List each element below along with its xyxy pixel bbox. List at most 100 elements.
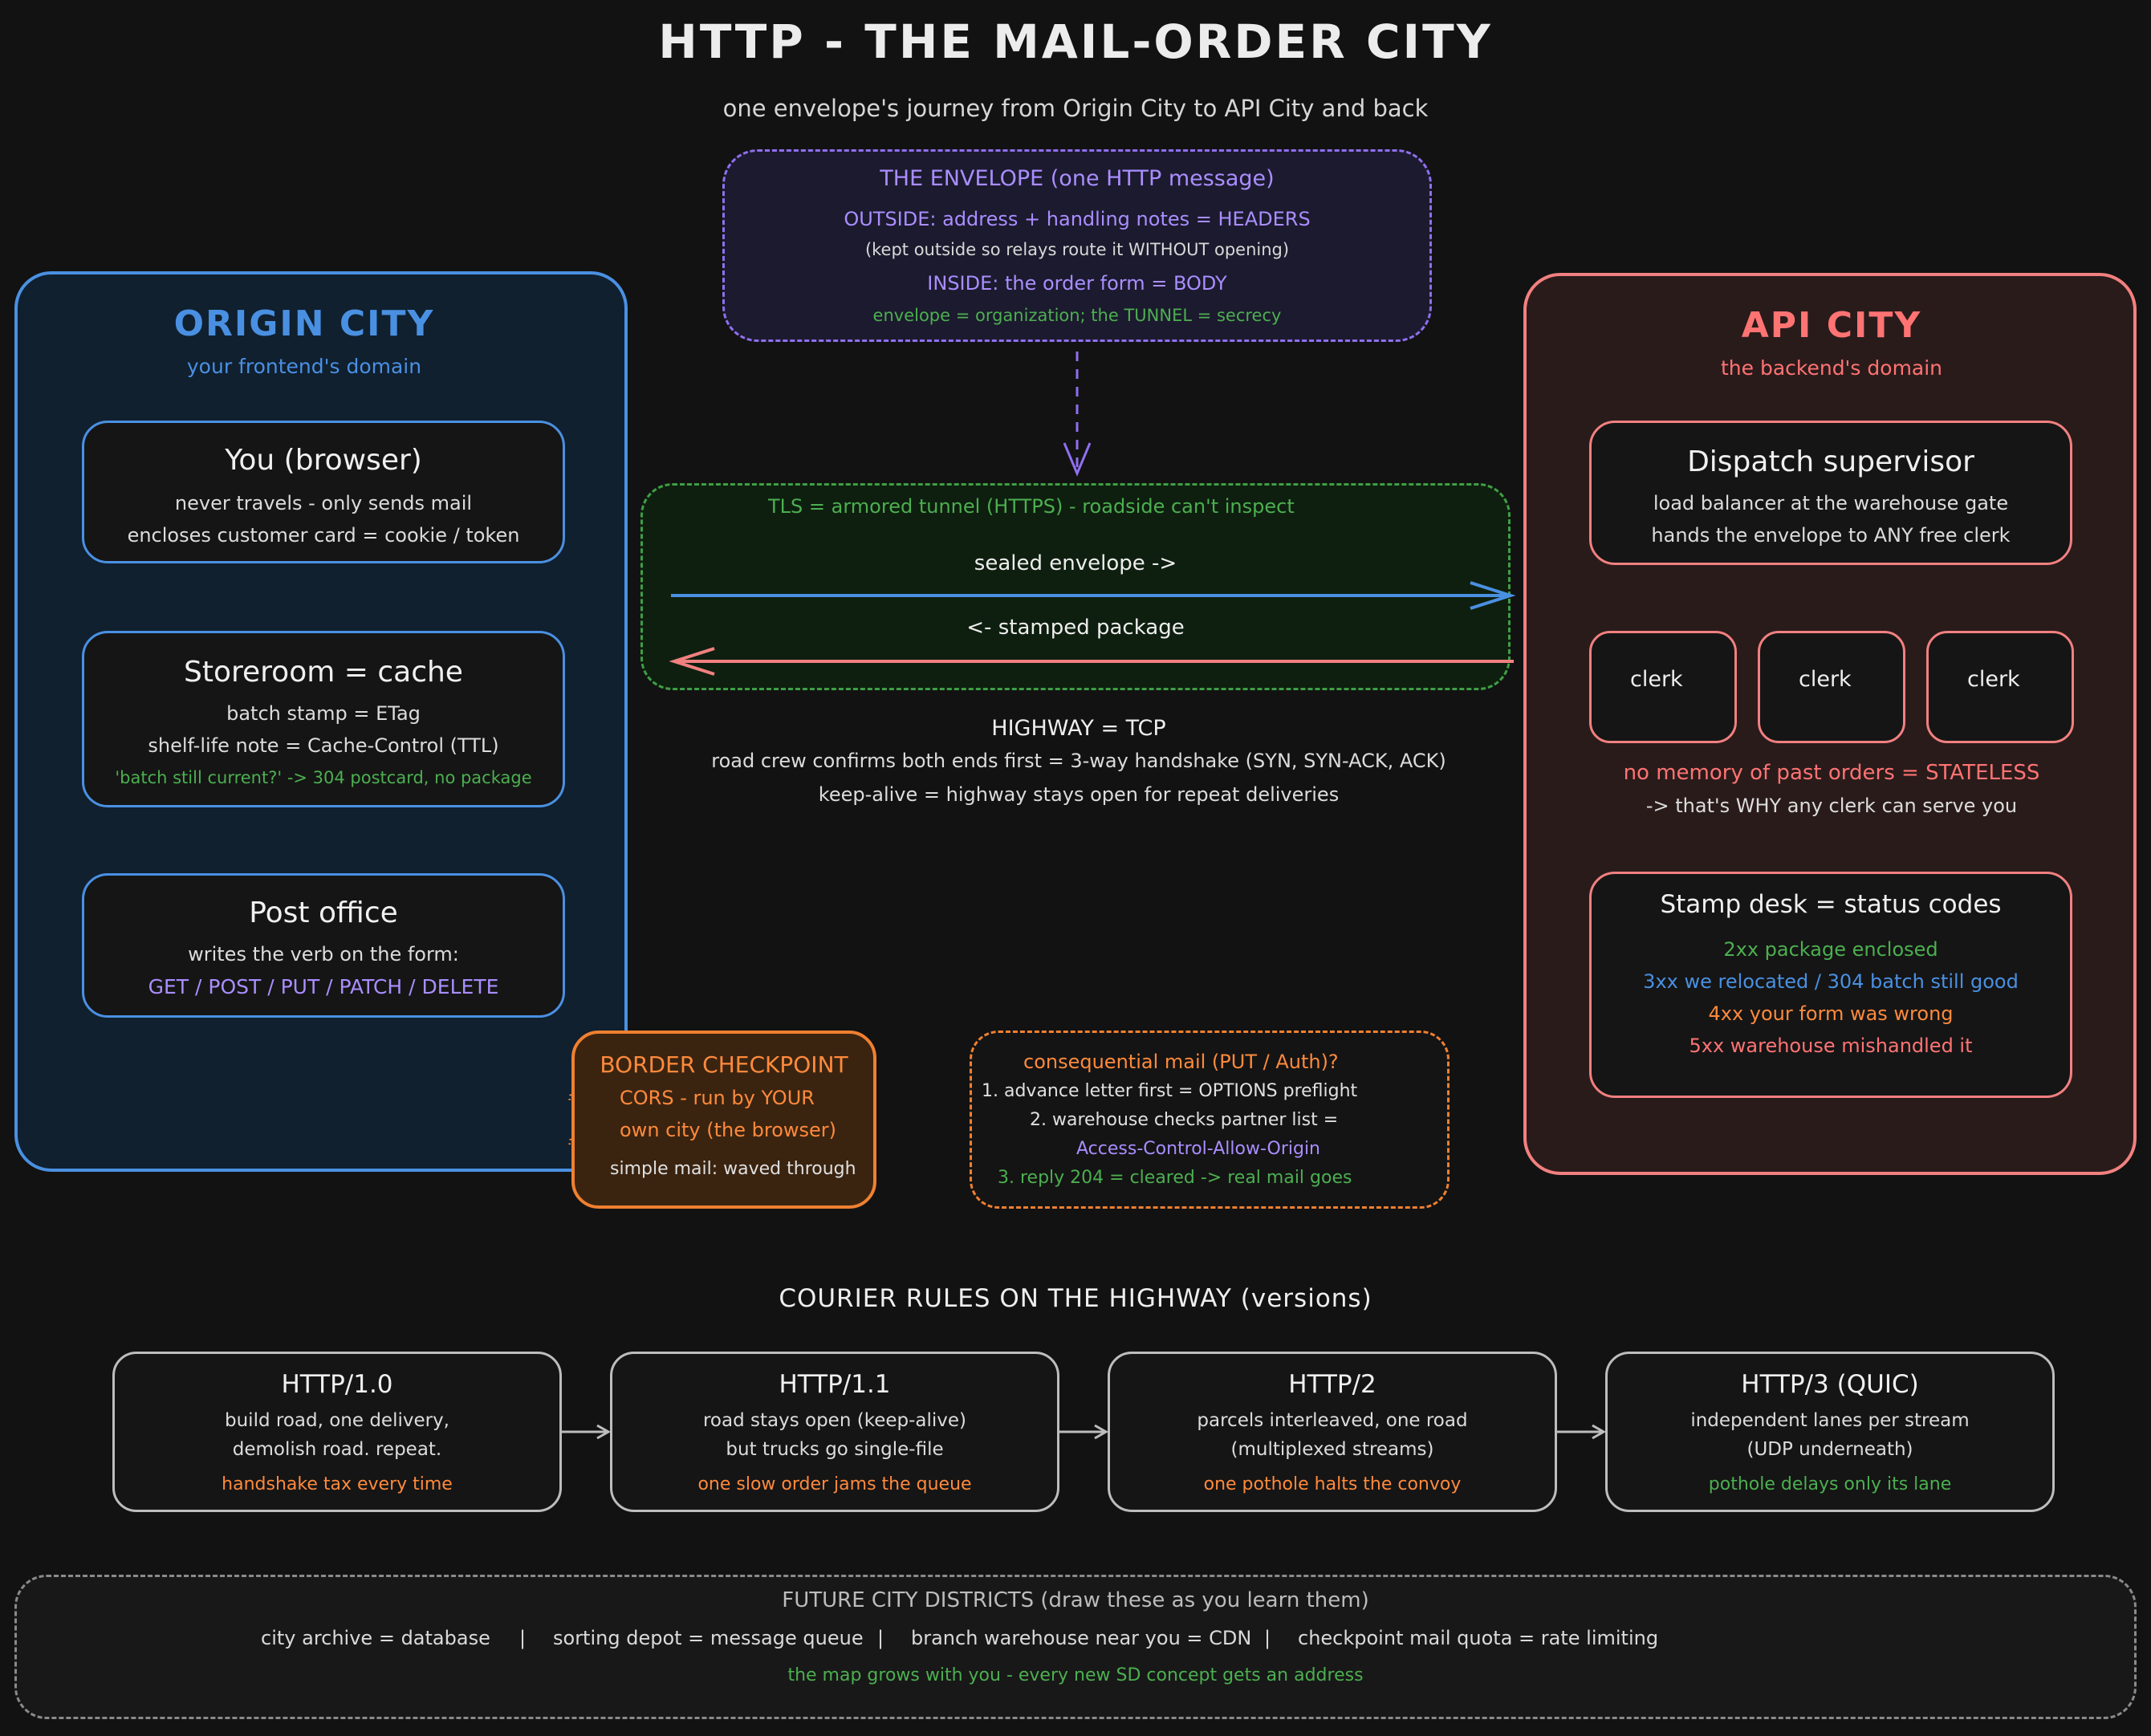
browser-card: You (browser) never travels - only sends…	[82, 421, 565, 563]
envelope-inside: INSIDE: the order form = BODY	[927, 272, 1227, 295]
cors-checkpoint: BORDER CHECKPOINT CORS - run by YOUR own…	[571, 1031, 876, 1209]
envelope-footer: envelope = organization; the TUNNEL = se…	[872, 306, 1282, 325]
cors-title: BORDER CHECKPOINT	[600, 1051, 848, 1078]
version-note: one pothole halts the convoy	[1203, 1474, 1462, 1494]
response-arrow-label: <- stamped package	[966, 616, 1185, 640]
post-office-card: Post office writes the verb on the form:…	[82, 873, 565, 1018]
origin-city-subtitle: your frontend's domain	[186, 355, 422, 378]
version-note: one slow order jams the queue	[697, 1474, 972, 1494]
version-line1: parcels interleaved, one road	[1197, 1410, 1468, 1431]
cache-card-line3: 'batch still current?' -> 304 postcard, …	[115, 768, 532, 787]
future-footer: the map grows with you - every new SD co…	[787, 1665, 1364, 1685]
api-city-panel: API CITY the backend's domain Dispatch s…	[1523, 273, 2137, 1175]
load-balancer-line1: load balancer at the warehouse gate	[1653, 492, 2009, 514]
api-city-subtitle: the backend's domain	[1720, 356, 1943, 380]
future-separator: |	[519, 1627, 527, 1649]
highway-line1: road crew confirms both ends first = 3-w…	[711, 750, 1446, 772]
version-line1: road stays open (keep-alive)	[702, 1410, 967, 1431]
version-card: HTTP/1.1 road stays open (keep-alive) bu…	[610, 1352, 1059, 1512]
cache-card: Storeroom = cache batch stamp = ETag she…	[82, 631, 565, 807]
future-district-rate-limit: checkpoint mail quota = rate limiting	[1298, 1627, 1659, 1649]
preflight-line4: 3. reply 204 = cleared -> real mail goes	[998, 1168, 1352, 1188]
envelope-title: THE ENVELOPE (one HTTP message)	[880, 166, 1275, 191]
status-codes-title: Stamp desk = status codes	[1660, 890, 2002, 919]
version-line2: (UDP underneath)	[1746, 1439, 1913, 1460]
preflight-line2: 2. warehouse checks partner list =	[1030, 1110, 1339, 1130]
future-district-cdn: branch warehouse near you = CDN	[911, 1627, 1252, 1649]
version-note: handshake tax every time	[222, 1474, 453, 1494]
clerk-box: clerk	[1589, 631, 1737, 743]
envelope-arrowhead-icon	[1063, 442, 1092, 477]
cors-line2: own city (the browser)	[620, 1119, 837, 1141]
version-name: HTTP/1.1	[779, 1370, 891, 1399]
version-line2: but trucks go single-file	[726, 1439, 944, 1460]
status-3xx: 3xx we relocated / 304 batch still good	[1643, 970, 2019, 993]
post-office-line1: writes the verb on the form:	[188, 943, 459, 966]
post-office-title: Post office	[249, 896, 398, 929]
preflight-line3: Access-Control-Allow-Origin	[1076, 1139, 1321, 1159]
version-card: HTTP/3 (QUIC) independent lanes per stre…	[1605, 1352, 2055, 1512]
cache-card-line1: batch stamp = ETag	[226, 702, 421, 725]
version-line2: (multiplexed streams)	[1230, 1439, 1434, 1460]
envelope-box: THE ENVELOPE (one HTTP message) OUTSIDE:…	[722, 149, 1432, 342]
load-balancer-title: Dispatch supervisor	[1687, 445, 1974, 478]
request-arrowhead-icon	[1470, 581, 1516, 610]
envelope-note: (kept outside so relays route it WITHOUT…	[864, 240, 1290, 259]
stateless-note: -> that's WHY any clerk can serve you	[1645, 795, 2018, 817]
status-2xx: 2xx package enclosed	[1723, 938, 1938, 961]
versions-title: COURIER RULES ON THE HIGHWAY (versions)	[779, 1284, 1372, 1313]
status-codes-card: Stamp desk = status codes 2xx package en…	[1589, 872, 2072, 1098]
preflight-line1: 1. advance letter first = OPTIONS prefli…	[982, 1081, 1358, 1101]
api-city-title: API CITY	[1741, 305, 1922, 346]
status-5xx: 5xx warehouse mishandled it	[1689, 1035, 1973, 1057]
version-name: HTTP/1.0	[281, 1370, 393, 1399]
cache-card-title: Storeroom = cache	[184, 656, 463, 689]
cors-line1: CORS - run by YOUR	[620, 1087, 815, 1109]
tls-tunnel: TLS = armored tunnel (HTTPS) - roadside …	[640, 483, 1511, 690]
browser-card-title: You (browser)	[225, 444, 422, 477]
clerk-label: clerk	[1799, 667, 1852, 692]
version-name: HTTP/3 (QUIC)	[1741, 1370, 1919, 1399]
page-title: HTTP - THE MAIL-ORDER CITY	[658, 14, 1493, 69]
stateless-label: no memory of past orders = STATELESS	[1623, 761, 2040, 785]
load-balancer-card: Dispatch supervisor load balancer at the…	[1589, 421, 2072, 565]
future-district-queue: sorting depot = message queue	[553, 1627, 864, 1649]
version-line1: build road, one delivery,	[225, 1410, 449, 1431]
future-title: FUTURE CITY DISTRICTS (draw these as you…	[782, 1588, 1369, 1612]
cache-card-line2: shelf-life note = Cache-Control (TTL)	[148, 734, 499, 757]
version-arrowhead-icon	[596, 1424, 612, 1440]
preflight-box: consequential mail (PUT / Auth)? 1. adva…	[970, 1031, 1450, 1209]
highway-line2: keep-alive = highway stays open for repe…	[818, 783, 1340, 806]
preflight-title: consequential mail (PUT / Auth)?	[1023, 1051, 1339, 1073]
request-arrow-label: sealed envelope ->	[974, 551, 1177, 575]
future-districts-box: FUTURE CITY DISTRICTS (draw these as you…	[14, 1575, 2137, 1719]
load-balancer-line2: hands the envelope to ANY free clerk	[1651, 524, 2011, 547]
version-card: HTTP/2 parcels interleaved, one road (mu…	[1108, 1352, 1557, 1512]
origin-city-panel: ORIGIN CITY your frontend's domain You (…	[14, 271, 628, 1172]
version-name: HTTP/2	[1288, 1370, 1376, 1399]
version-card: HTTP/1.0 build road, one delivery, demol…	[112, 1352, 562, 1512]
status-4xx: 4xx your form was wrong	[1708, 1002, 1954, 1025]
browser-card-line1: never travels - only sends mail	[174, 492, 473, 514]
browser-card-line2: encloses customer card = cookie / token	[127, 524, 520, 547]
version-arrowhead-icon	[1094, 1424, 1109, 1440]
version-line1: independent lanes per stream	[1690, 1410, 1970, 1431]
clerk-label: clerk	[1630, 667, 1683, 692]
version-line2: demolish road. repeat.	[232, 1439, 442, 1460]
version-arrowhead-icon	[1592, 1424, 1607, 1440]
envelope-outside: OUTSIDE: address + handling notes = HEAD…	[844, 208, 1311, 230]
future-separator: |	[1264, 1627, 1271, 1649]
cors-line3: simple mail: waved through	[610, 1159, 856, 1179]
version-note: pothole delays only its lane	[1708, 1474, 1952, 1494]
clerk-box: clerk	[1926, 631, 2074, 743]
page-subtitle: one envelope's journey from Origin City …	[722, 95, 1429, 122]
tls-tunnel-label: TLS = armored tunnel (HTTPS) - roadside …	[768, 495, 1295, 518]
clerk-label: clerk	[1967, 667, 2020, 692]
origin-city-title: ORIGIN CITY	[173, 303, 435, 344]
future-separator: |	[877, 1627, 884, 1649]
future-district-database: city archive = database	[261, 1627, 490, 1649]
http-verbs: GET / POST / PUT / PATCH / DELETE	[148, 975, 499, 998]
response-arrowhead-icon	[669, 647, 715, 676]
highway-title: HIGHWAY = TCP	[991, 716, 1166, 741]
